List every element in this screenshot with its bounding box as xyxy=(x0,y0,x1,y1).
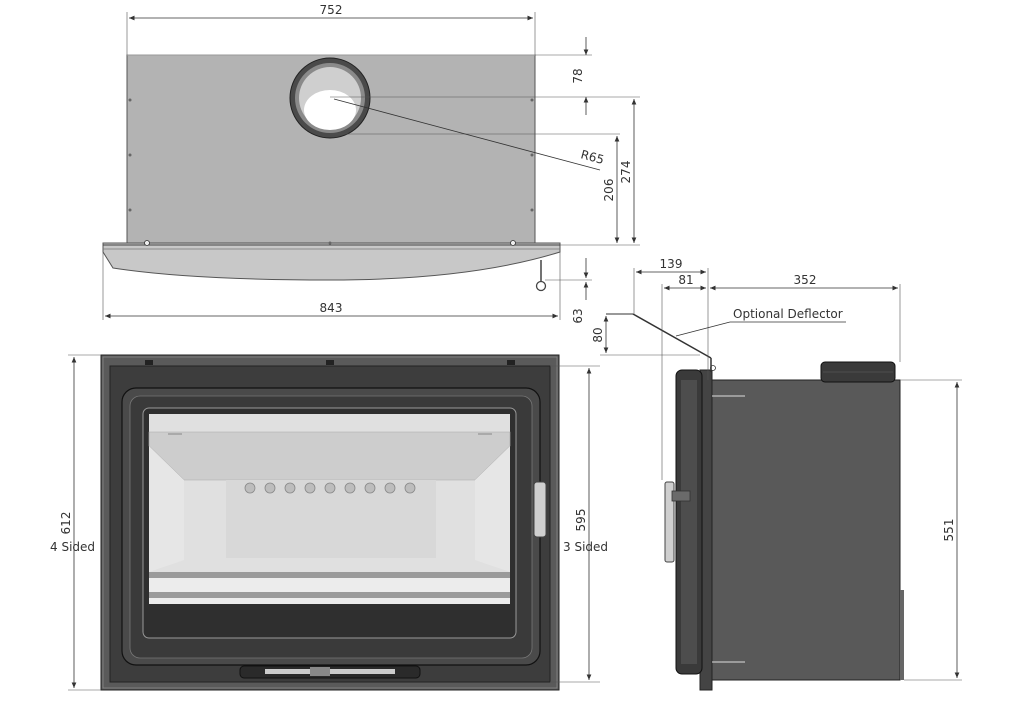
label-four-sided: 4 Sided xyxy=(50,540,95,554)
side-view xyxy=(606,313,904,691)
side-handle-bar xyxy=(664,481,675,563)
label-optional-deflector: Optional Deflector xyxy=(733,307,843,321)
optional-deflector xyxy=(606,313,712,372)
dim-side-depth: 352 xyxy=(794,273,817,287)
dim-front-height-3sided: 595 xyxy=(574,509,588,532)
dim-top-width: 752 xyxy=(320,3,343,17)
label-three-sided: 3 Sided xyxy=(563,540,608,554)
dim-flue-radius: R65 xyxy=(579,147,605,167)
top-view xyxy=(102,54,561,292)
dim-base-width: 843 xyxy=(320,301,343,315)
dim-flue-offset-a: 78 xyxy=(571,68,585,83)
front-view-dimensions: 612 4 Sided 595 3 Sided xyxy=(50,354,608,691)
dim-front-height-4sided: 612 xyxy=(59,512,73,535)
dim-side-height: 551 xyxy=(942,519,956,542)
side-body xyxy=(711,379,901,681)
side-view-dimensions: 139 81 352 Optional Deflector 80 551 xyxy=(591,257,962,681)
dim-deflector-height: 80 xyxy=(591,327,605,342)
dim-base-step: 63 xyxy=(571,308,585,323)
grate-bars xyxy=(149,572,510,604)
base-plinth xyxy=(102,242,561,281)
front-view xyxy=(100,354,560,691)
base-handle xyxy=(535,260,547,292)
flue-collar xyxy=(289,57,371,139)
dim-side-offset-outer: 139 xyxy=(660,257,683,271)
dim-flue-offset-b: 206 xyxy=(602,179,616,202)
door-handle xyxy=(533,481,547,538)
top-view-dimensions: 752 843 78 206 274 R65 63 xyxy=(102,3,640,324)
air-holes xyxy=(244,482,416,494)
dim-depth-total: 274 xyxy=(619,161,633,184)
dim-side-offset-inner: 81 xyxy=(678,273,693,287)
firebox-baffle xyxy=(148,431,511,481)
